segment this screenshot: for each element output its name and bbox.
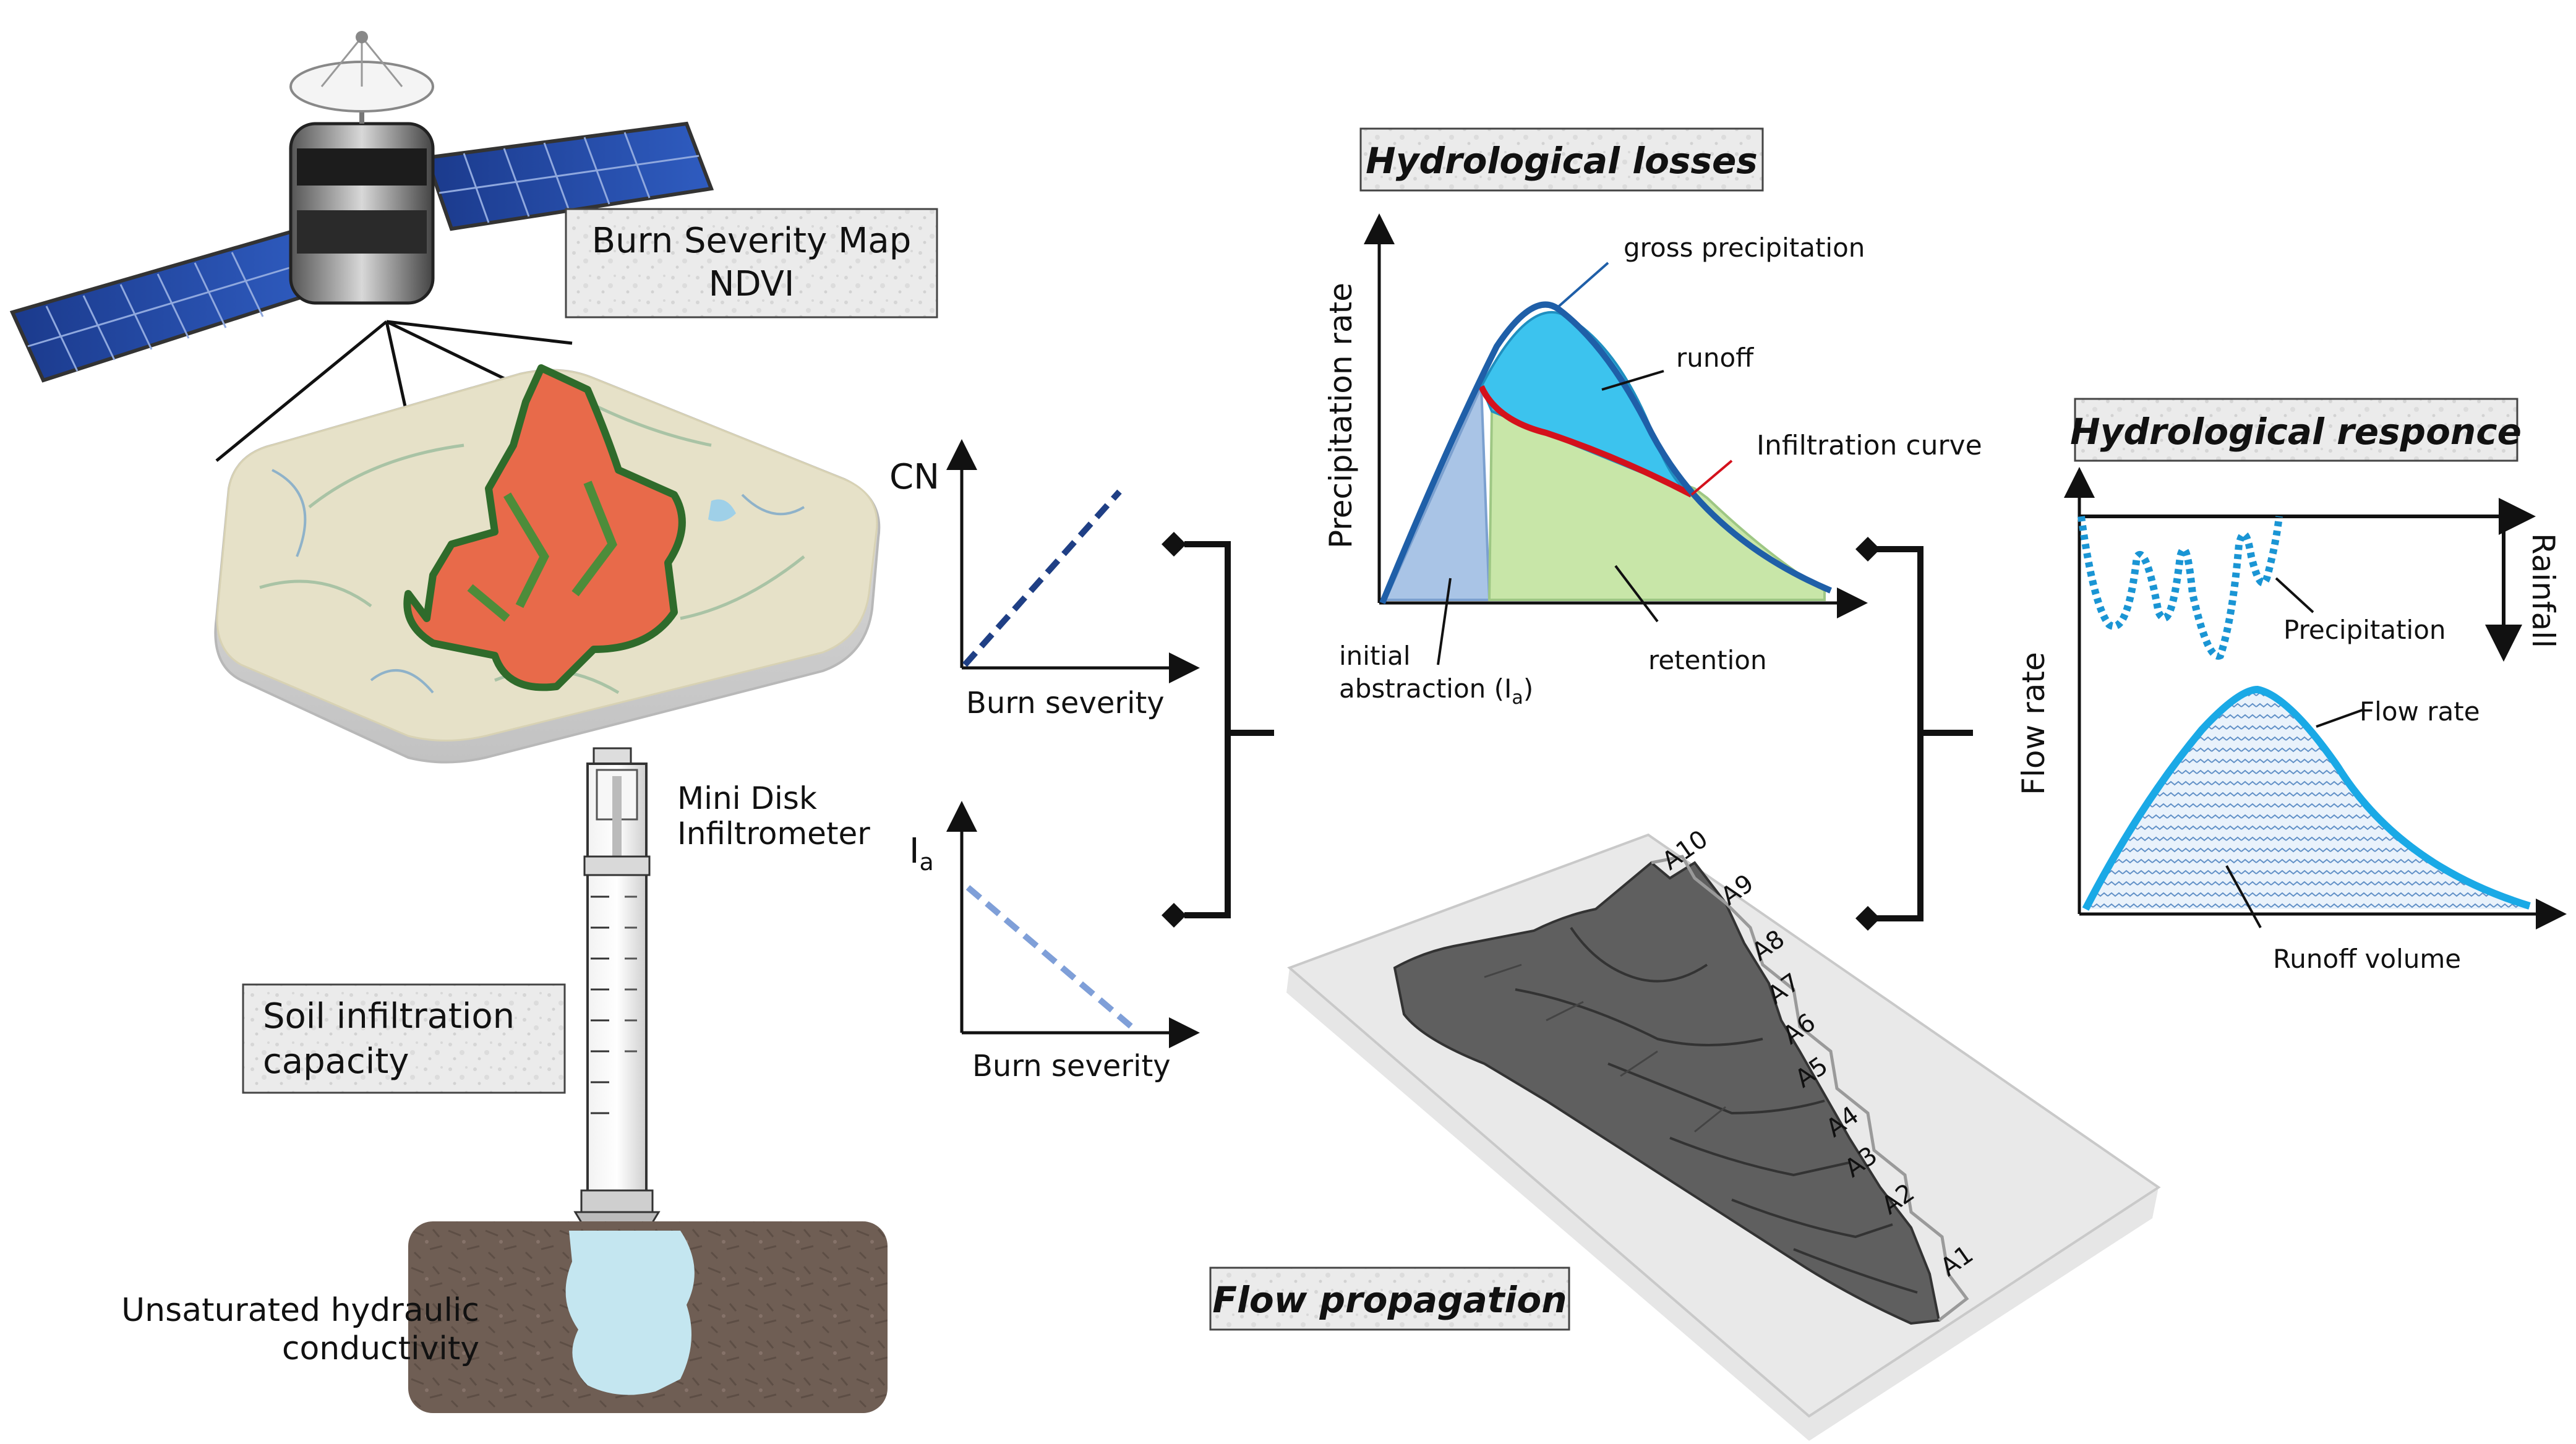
soil-block	[408, 1221, 888, 1413]
solar-panel-right	[424, 121, 714, 231]
hydrological-losses-title: Hydrological losses	[1366, 140, 1758, 182]
flow-propagation-title: Flow propagation	[1212, 1279, 1567, 1321]
rainfall-label: Rainfall	[2525, 533, 2561, 648]
soil-infiltration-line-1: Soil infiltration	[263, 996, 515, 1036]
hydrological-response-title: Hydrological responce	[2070, 411, 2522, 453]
cn-graph-xlabel: Burn severity	[966, 686, 1165, 720]
cn-graph: CN Burn severity	[889, 439, 1200, 720]
ia-graph-xlabel: Burn severity	[972, 1049, 1171, 1083]
runoff-label: runoff	[1676, 343, 1754, 373]
burned-area	[403, 364, 686, 691]
precipitation-hyetograph	[2077, 516, 2283, 660]
ia-graph-ylabel: Ia	[909, 831, 934, 876]
flow-rate-axis-label: Flow rate	[2016, 652, 2052, 795]
ia-graph: Ia Burn severity	[909, 801, 1200, 1083]
burn-severity-map-line-2: NDVI	[709, 264, 795, 304]
burn-severity-map	[214, 364, 881, 764]
infiltration-curve	[1478, 385, 1693, 498]
wetted-bulb	[565, 1231, 695, 1395]
retention-label: retention	[1648, 645, 1767, 675]
conductivity-label-line-1: Unsaturated hydraulic	[121, 1292, 479, 1329]
initial-abstraction-area	[1383, 386, 1491, 601]
flow-rate-label: Flow rate	[2360, 696, 2480, 727]
soil-infiltration-line-2: capacity	[263, 1041, 409, 1082]
soil-infiltration-label: Soil infiltration capacity	[242, 983, 566, 1094]
mini-disk-infiltrometer	[573, 747, 661, 1229]
flow-propagation-model	[1286, 833, 2161, 1441]
infiltrometer-label-line-2: Infiltrometer	[677, 816, 870, 852]
hydrological-losses-panel: Hydrological losses Precipitation rate g…	[1323, 127, 1982, 709]
gross-precipitation-curve	[1379, 301, 1832, 604]
flow-rate-curve	[2082, 685, 2531, 911]
conductivity-label-line-2: conductivity	[282, 1330, 479, 1367]
conductivity-label: Unsaturated hydraulic conductivity	[121, 1292, 479, 1367]
satellite-illustration	[9, 31, 714, 383]
cn-line	[962, 489, 1122, 667]
burn-severity-map-line-1: Burn Severity Map	[592, 221, 912, 261]
infiltration-curve-label: Infiltration curve	[1757, 430, 1982, 461]
bracket-right	[1855, 537, 1973, 931]
bracket-left	[1162, 532, 1274, 928]
cn-graph-ylabel: CN	[889, 457, 939, 497]
flow-propagation-label: Flow propagation	[1209, 1267, 1570, 1331]
hydrological-response-panel: Hydrological responce Rainfall Precipita…	[2016, 398, 2567, 974]
losses-ylabel: Precipitation rate	[1323, 283, 1359, 549]
initial-label: initial	[1339, 641, 1411, 671]
burn-severity-map-label: Burn Severity Map NDVI	[565, 208, 938, 318]
ia-line	[965, 885, 1137, 1032]
infiltrometer-label-line-1: Mini Disk	[677, 780, 817, 816]
abstraction-label: abstraction (Ia)	[1339, 673, 1533, 709]
runoff-area	[1479, 311, 1690, 493]
infiltrometer-label: Mini Disk Infiltrometer	[677, 780, 870, 852]
runoff-volume-label: Runoff volume	[2273, 944, 2461, 974]
precipitation-label: Precipitation	[2283, 615, 2446, 645]
solar-panel-left	[9, 229, 325, 383]
gross-precipitation-label: gross precipitation	[1624, 233, 1865, 263]
satellite-body	[289, 31, 435, 305]
